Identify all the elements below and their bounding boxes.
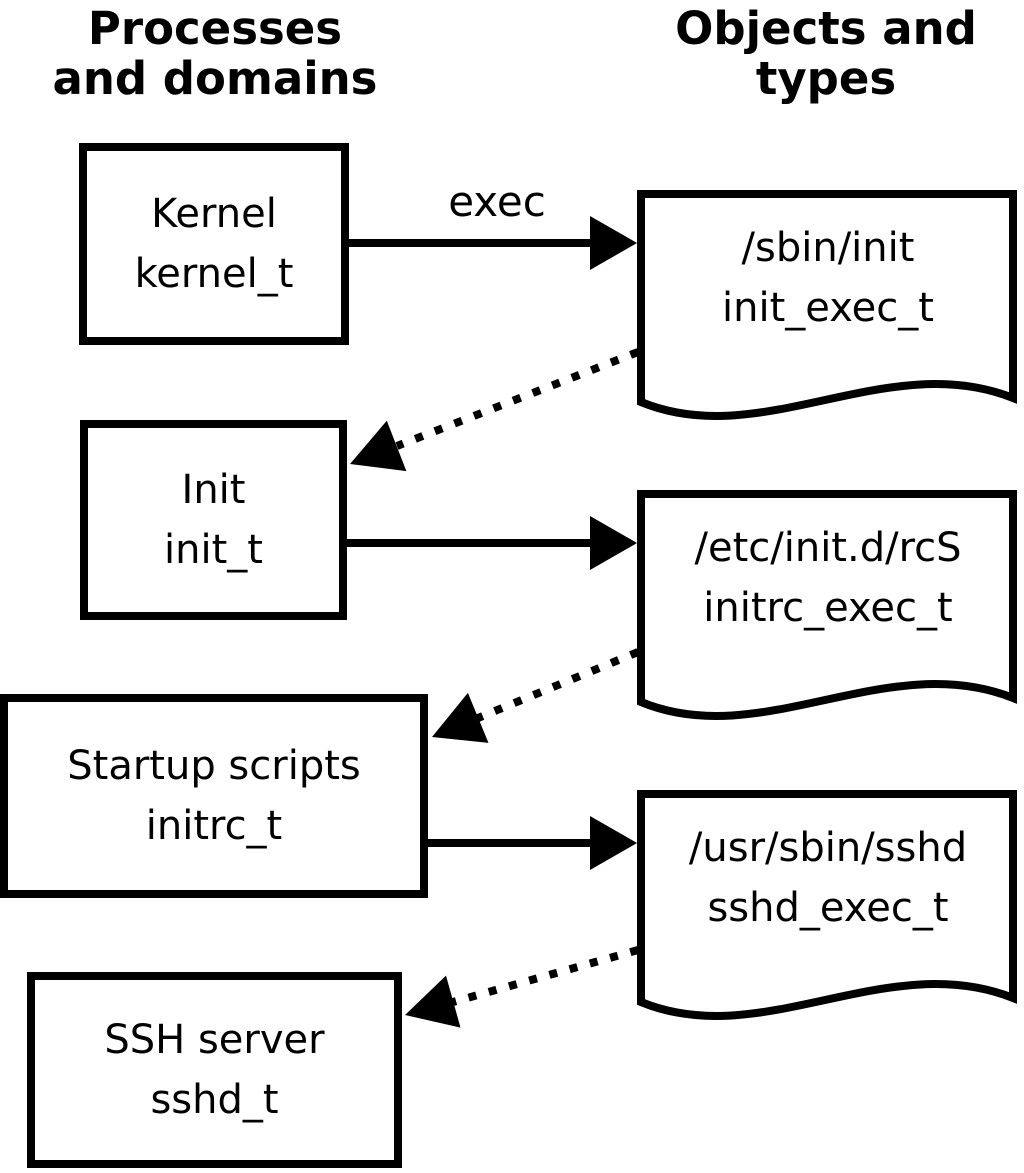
document-shape-usr-sbin-sshd — [637, 790, 1017, 1020]
object-doc-sshd-label: /usr/sbin/sshd sshd_exec_t — [648, 818, 1008, 938]
process-box-kernel: Kernel kernel_t — [79, 143, 349, 345]
exec-arrow-init-to-rcs — [347, 516, 637, 570]
transition-arrow-1-line — [395, 348, 640, 450]
column-header-objects: Objects and types — [628, 4, 1024, 104]
document-shape-sbin-init — [637, 190, 1017, 420]
transition-arrow-sshd-to-sshserver — [405, 946, 640, 1028]
process-box-init-name: Init — [181, 467, 246, 513]
transition-arrow-2-line — [476, 648, 640, 722]
exec-arrow-1-head — [590, 216, 637, 270]
exec-arrow-3-head — [590, 816, 637, 870]
object-doc-sbin-init-type: init_exec_t — [722, 285, 934, 331]
process-box-ssh-server: SSH server sshd_t — [27, 972, 402, 1168]
object-doc-sshd-path: /usr/sbin/sshd — [688, 825, 968, 871]
column-header-processes-line1: Processes — [87, 2, 343, 55]
process-box-init: Init init_t — [80, 420, 347, 620]
transition-arrow-2-head — [432, 692, 489, 743]
exec-arrow-kernel-to-sbin-init — [349, 216, 637, 270]
process-box-startup-scripts: Startup scripts initrc_t — [0, 694, 428, 898]
process-box-ssh-type: sshd_t — [150, 1077, 279, 1123]
process-box-startup-name: Startup scripts — [67, 743, 361, 789]
process-box-startup-type: initrc_t — [145, 803, 283, 849]
transition-arrow-rcs-to-startup — [432, 648, 640, 743]
object-doc-rcs-type: initrc_exec_t — [703, 585, 953, 631]
exec-arrow-startup-to-sshd — [428, 816, 637, 870]
column-header-objects-line1: Objects and — [675, 2, 977, 55]
object-doc-sbin-init-label: /sbin/init init_exec_t — [648, 218, 1008, 338]
object-doc-sbin-init-path: /sbin/init — [741, 225, 915, 271]
column-header-objects-line2: types — [755, 52, 897, 105]
exec-edge-label: exec — [448, 177, 546, 226]
transition-arrow-sbin-init-to-init — [350, 348, 640, 472]
process-box-kernel-type: kernel_t — [134, 251, 294, 297]
exec-arrow-2-head — [590, 516, 637, 570]
object-doc-sshd-type: sshd_exec_t — [707, 885, 949, 931]
object-doc-rcs-label: /etc/init.d/rcS initrc_exec_t — [648, 518, 1008, 638]
column-header-processes-line2: and domains — [52, 52, 378, 105]
transition-arrow-3-head — [405, 975, 461, 1028]
transition-arrow-3-line — [451, 946, 640, 1006]
process-box-ssh-name: SSH server — [104, 1017, 325, 1063]
object-doc-rcs-path: /etc/init.d/rcS — [694, 525, 962, 571]
process-box-kernel-name: Kernel — [151, 191, 277, 237]
document-shape-etc-initd-rcs — [637, 490, 1017, 720]
process-box-init-type: init_t — [164, 527, 263, 573]
column-header-processes: Processes and domains — [18, 4, 412, 104]
transition-arrow-1-head — [350, 420, 407, 472]
